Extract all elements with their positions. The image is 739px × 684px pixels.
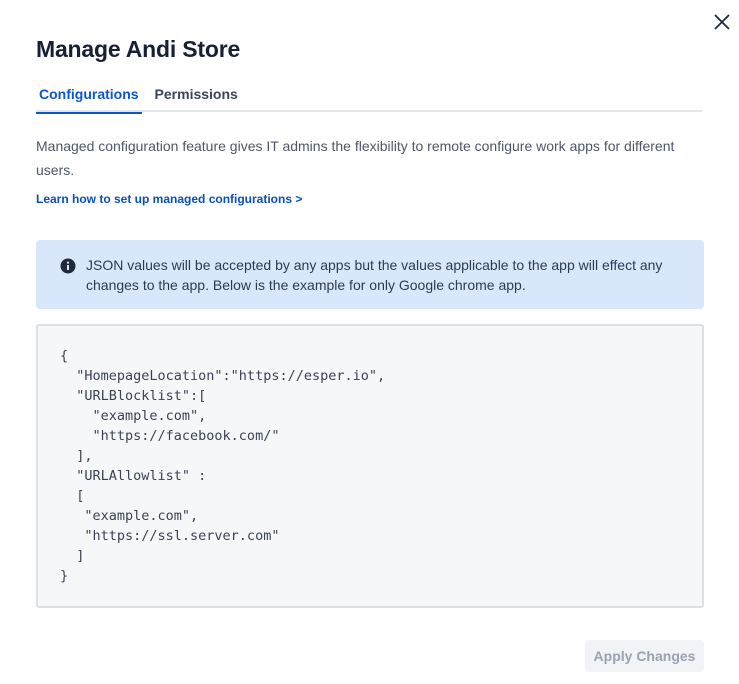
description-text: Managed configuration feature gives IT a…: [36, 138, 675, 178]
tab-permissions[interactable]: Permissions: [154, 86, 238, 102]
json-config-example[interactable]: { "HomepageLocation":"https://esper.io",…: [36, 324, 704, 608]
notice-text: JSON values will be accepted by any apps…: [86, 257, 663, 293]
tab-configurations[interactable]: Configurations: [36, 86, 142, 114]
apply-changes-button[interactable]: Apply Changes: [585, 640, 704, 672]
learn-managed-config-link[interactable]: Learn how to set up managed configuratio…: [36, 192, 303, 206]
dialog-title: Manage Andi Store: [36, 36, 241, 62]
tab-bar: Configurations Permissions: [36, 86, 702, 114]
close-icon[interactable]: [711, 11, 733, 33]
info-icon: [60, 258, 76, 274]
info-notice: JSON values will be accepted by any apps…: [36, 240, 704, 309]
